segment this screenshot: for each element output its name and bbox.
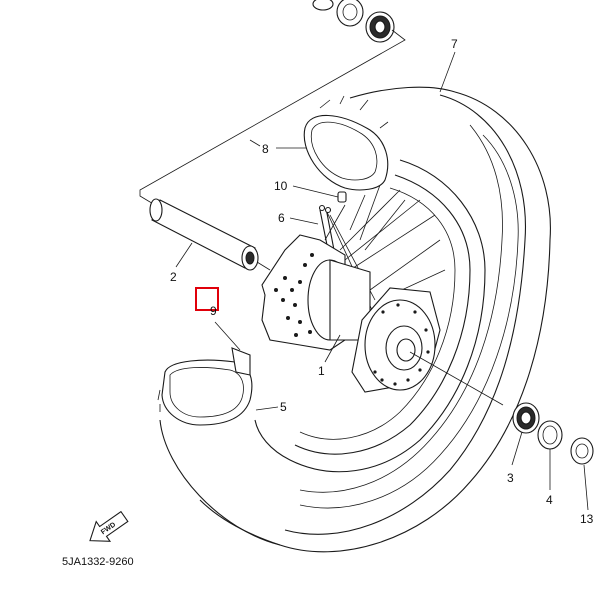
disc-holes — [274, 253, 314, 337]
fwd-arrow-icon: FWD — [89, 510, 129, 542]
callout-6: 6 — [278, 211, 285, 225]
callouts: 7 8 10 6 2 9 1 5 3 4 13 — [170, 37, 594, 526]
highlight-box — [195, 287, 219, 311]
tube — [303, 95, 389, 191]
right-side-parts — [512, 402, 594, 465]
brake-disc-hub — [261, 234, 371, 351]
callout-7: 7 — [451, 37, 458, 51]
hub-right — [351, 287, 441, 393]
callout-13: 13 — [580, 512, 594, 526]
callout-8: 8 — [262, 142, 269, 156]
callout-4: 4 — [546, 493, 553, 507]
hub-holes — [373, 303, 430, 386]
callout-3: 3 — [507, 471, 514, 485]
callout-9: 9 — [210, 304, 217, 318]
callout-5: 5 — [280, 400, 287, 414]
rim — [254, 159, 486, 473]
part-code: 5JA1332-9260 — [62, 556, 134, 568]
tube-strap — [157, 347, 253, 426]
axle-collar — [149, 198, 259, 271]
callout-10: 10 — [274, 179, 288, 193]
callout-1: 1 — [318, 364, 325, 378]
tire — [159, 86, 551, 553]
leader-lines — [175, 51, 589, 511]
callout-2: 2 — [170, 270, 177, 284]
top-partial-parts — [312, 0, 395, 43]
